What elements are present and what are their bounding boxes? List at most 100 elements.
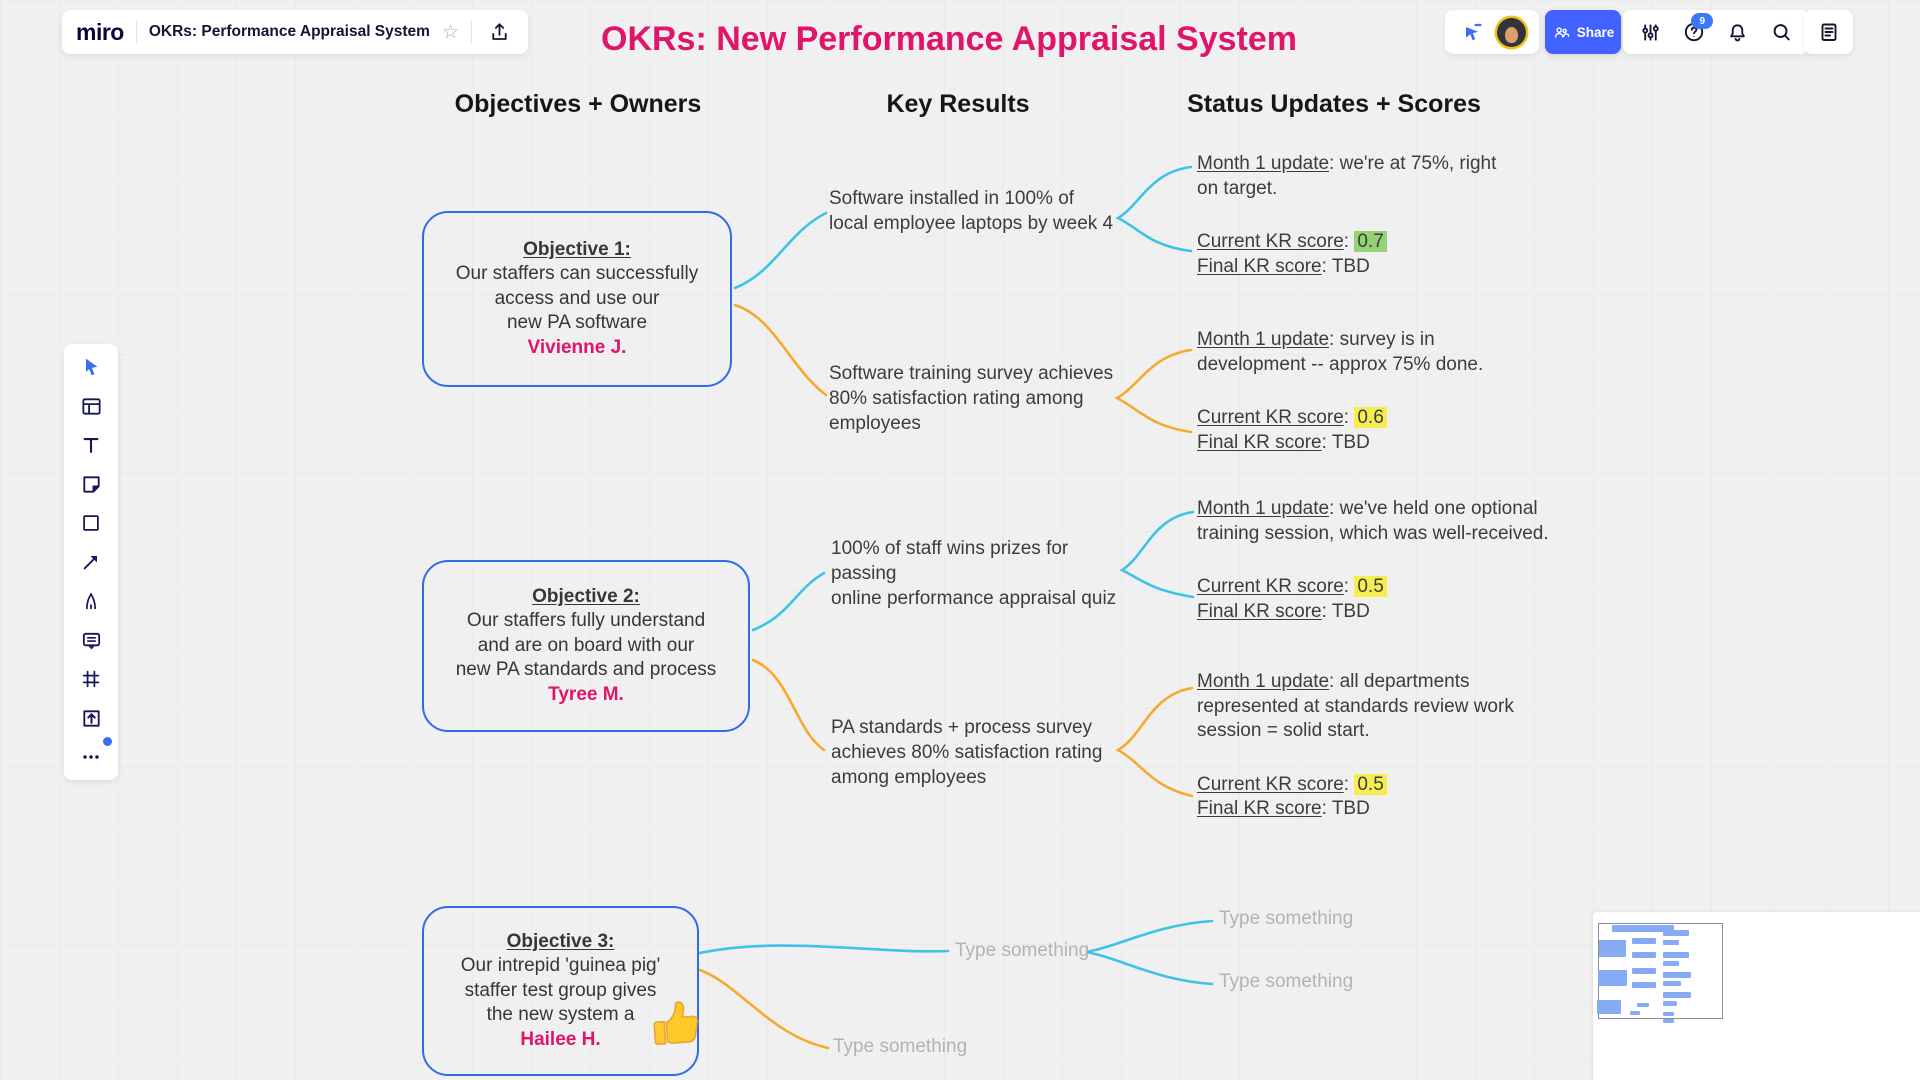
minimap-node	[1663, 1019, 1674, 1023]
objective-1-box[interactable]: Objective 1: Our staffers can successful…	[422, 211, 732, 387]
column-header-key-results[interactable]: Key Results	[886, 90, 1030, 118]
frame-icon[interactable]	[78, 666, 104, 692]
objective-2-body: Our staffers fully understand and are on…	[455, 610, 717, 681]
connector-obj3-bottom	[698, 968, 830, 1050]
minimap[interactable]	[1593, 912, 1920, 1080]
notification-dot	[103, 737, 112, 746]
key-result-2[interactable]: Software training survey achieves 80% sa…	[829, 363, 1114, 434]
avatar[interactable]	[1497, 17, 1526, 47]
connection-line-icon[interactable]	[78, 549, 104, 575]
status-update-1[interactable]: Month 1 update: we're at 75%, right on t…	[1197, 152, 1527, 279]
divider	[135, 20, 137, 44]
search-icon[interactable]	[1766, 17, 1796, 47]
score-highlight: 0.7	[1354, 231, 1387, 252]
minimap-node	[1663, 981, 1681, 986]
templates-icon[interactable]	[78, 393, 104, 419]
minimap-node	[1663, 992, 1691, 998]
current-score-line: Current KR score: 0.6	[1197, 406, 1527, 431]
objective-1-owner: Vivienne J.	[527, 336, 627, 358]
board-title[interactable]: OKRs: Performance Appraisal System	[148, 23, 430, 40]
shapes-icon[interactable]	[78, 510, 104, 536]
current-score-line: Current KR score: 0.5	[1197, 773, 1577, 798]
score-highlight: 0.5	[1354, 773, 1387, 795]
pen-icon[interactable]	[78, 588, 104, 614]
creation-toolbar	[64, 344, 118, 780]
adjustments-icon[interactable]	[1636, 17, 1666, 47]
export-icon[interactable]	[484, 17, 514, 47]
key-result-3[interactable]: 100% of staff wins prizes for passing on…	[831, 538, 1117, 609]
notes-panel	[1804, 10, 1853, 54]
status-update-4[interactable]: Month 1 update: all departments represen…	[1197, 670, 1577, 822]
month-update-line: Month 1 update: survey is in development…	[1197, 329, 1484, 375]
connector-kr1-status1	[1115, 165, 1193, 253]
minimap-node	[1637, 1003, 1649, 1007]
placeholder-node-right-1[interactable]: Type something	[1219, 908, 1354, 929]
follow-cursor-icon[interactable]	[1458, 17, 1488, 47]
current-score-line: Current KR score: 0.5	[1197, 575, 1627, 600]
final-score-line: Final KR score: TBD	[1197, 255, 1370, 277]
key-result-4[interactable]: PA standards + process survey achieves 8…	[831, 717, 1103, 788]
connector-obj2-kr4	[751, 658, 826, 752]
minimap-node	[1632, 982, 1656, 988]
star-icon[interactable]: ☆	[441, 21, 460, 43]
final-score-line: Final KR score: TBD	[1197, 798, 1370, 819]
objective-2-heading: Objective 2:	[532, 585, 640, 607]
comment-icon[interactable]	[78, 627, 104, 653]
month-update-line: Month 1 update: we've held one optional …	[1197, 498, 1549, 544]
minimap-node	[1612, 925, 1674, 932]
select-icon[interactable]	[78, 354, 104, 380]
bell-icon[interactable]	[1723, 17, 1753, 47]
objective-3-heading: Objective 3:	[506, 930, 615, 952]
objective-3-box[interactable]: Objective 3: Our intrepid 'guinea pig' s…	[422, 906, 699, 1076]
placeholder-node-mid[interactable]: Type something	[955, 940, 1090, 961]
miro-logo[interactable]: miro	[76, 18, 124, 45]
connector-kr3-status3	[1119, 510, 1195, 599]
placeholder-node-right-2[interactable]: Type something	[1219, 971, 1354, 992]
minimap-node	[1599, 940, 1626, 957]
status-update-3[interactable]: Month 1 update: we've held one optional …	[1197, 497, 1627, 624]
objective-2-owner: Tyree M.	[548, 683, 624, 705]
minimap-node	[1663, 940, 1679, 945]
thumbs-up-sticker[interactable]	[648, 994, 708, 1059]
current-score-line: Current KR score: 0.7	[1197, 230, 1527, 255]
objective-3-owner: Hailee H.	[520, 1028, 601, 1050]
sticky-note-icon[interactable]	[78, 471, 104, 497]
objective-1-heading: Objective 1:	[523, 238, 631, 260]
header-icons-panel: 9	[1623, 10, 1809, 54]
connector-obj1-kr2	[733, 303, 828, 397]
share-button[interactable]: Share	[1545, 10, 1621, 54]
minimap-node	[1663, 930, 1689, 936]
share-button-label: Share	[1576, 24, 1615, 40]
key-result-1[interactable]: Software installed in 100% of local empl…	[829, 188, 1114, 234]
more-tools-icon[interactable]	[78, 737, 112, 770]
final-score-line: Final KR score: TBD	[1197, 600, 1370, 622]
text-icon[interactable]	[78, 432, 104, 458]
month-update-line: Month 1 update: all departments represen…	[1197, 671, 1514, 741]
minimap-node	[1632, 938, 1656, 944]
month-update-line: Month 1 update: we're at 75%, right on t…	[1197, 153, 1497, 199]
objective-1-body: Our staffers can successfully access and…	[455, 263, 699, 334]
score-highlight: 0.6	[1354, 407, 1387, 428]
collaborators-panel	[1445, 10, 1539, 54]
score-highlight: 0.5	[1354, 576, 1387, 597]
help-icon[interactable]: 9	[1679, 13, 1714, 47]
objective-2-box[interactable]: Objective 2: Our staffers fully understa…	[422, 560, 750, 732]
connector-kr2-status2	[1114, 348, 1193, 434]
status-update-2[interactable]: Month 1 update: survey is in development…	[1197, 328, 1527, 455]
connector-obj3-mid	[698, 944, 950, 955]
notes-icon[interactable]	[1814, 17, 1844, 47]
minimap-node	[1663, 952, 1689, 958]
minimap-node	[1630, 1011, 1640, 1015]
minimap-node	[1632, 952, 1656, 958]
connector-obj1-kr1	[733, 211, 828, 290]
upload-icon[interactable]	[78, 705, 104, 731]
placeholder-node-bottom[interactable]: Type something	[833, 1036, 968, 1057]
minimap-node	[1597, 1000, 1621, 1014]
final-score-line: Final KR score: TBD	[1197, 431, 1370, 453]
minimap-node	[1663, 1001, 1677, 1006]
minimap-node	[1663, 972, 1691, 978]
column-header-objectives[interactable]: Objectives + Owners	[454, 90, 702, 118]
column-header-status[interactable]: Status Updates + Scores	[1187, 90, 1481, 118]
connector-kr4-status4	[1115, 686, 1194, 798]
canvas-title[interactable]: OKRs: New Performance Appraisal System	[601, 20, 1297, 58]
